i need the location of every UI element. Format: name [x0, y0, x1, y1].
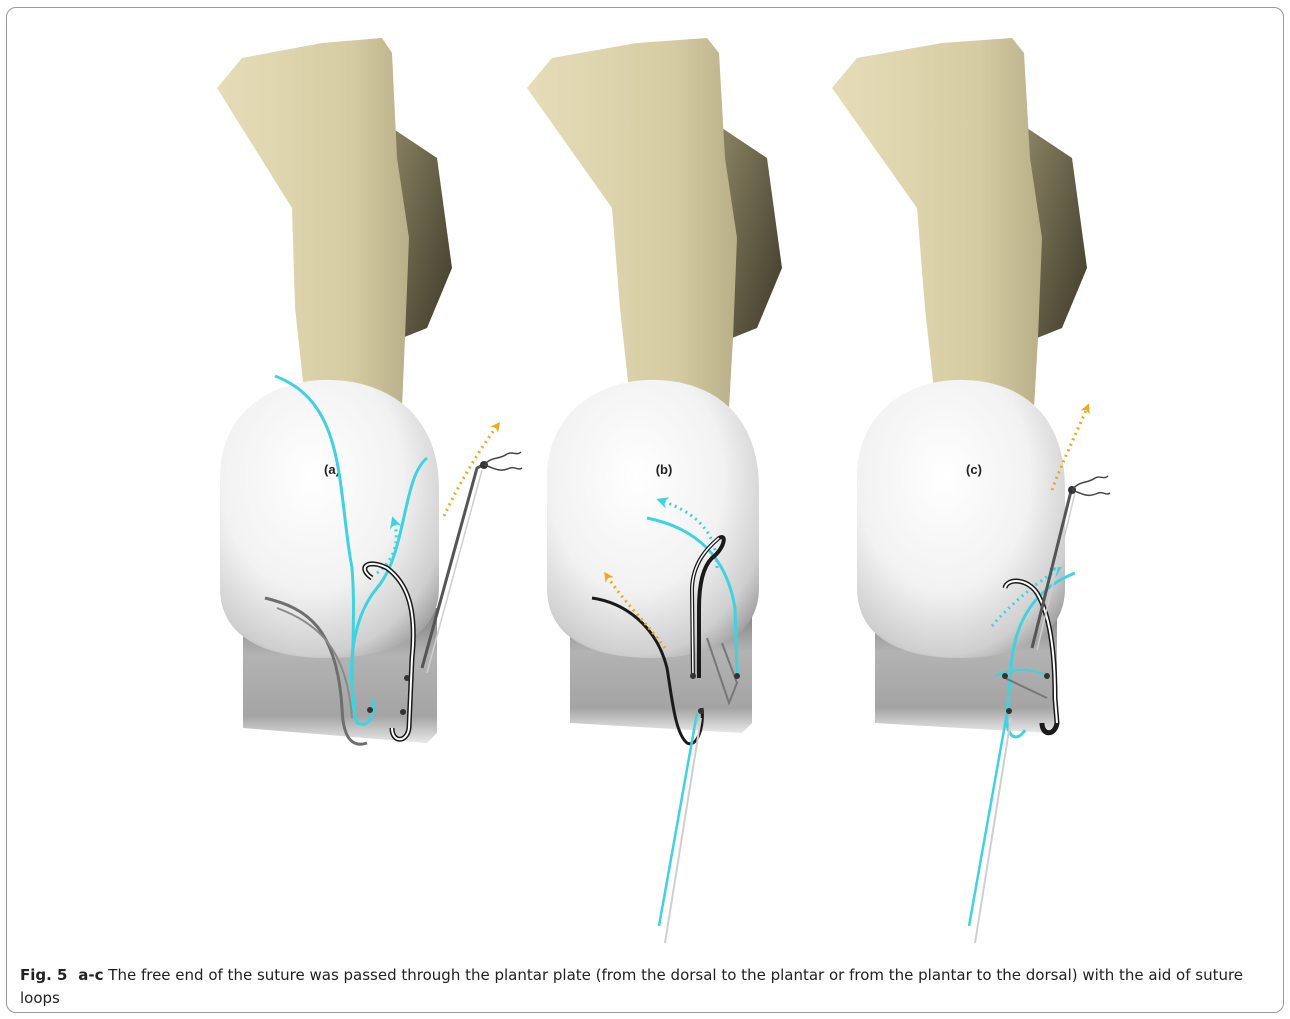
panel-label: (b) — [656, 462, 673, 477]
bone-shaft — [527, 38, 737, 418]
figure-label: Fig. 5 — [20, 966, 67, 984]
suture-cyan-tail-shadow — [975, 718, 1011, 943]
illustration: (a) (b) — [7, 8, 1283, 958]
panel-a: (a) — [217, 38, 522, 744]
orange-arrow — [444, 426, 497, 516]
plate-hole — [367, 707, 373, 713]
suture-cyan-tail-shadow — [665, 718, 701, 943]
plate-hole — [1044, 673, 1050, 679]
figure-panels: a-c — [78, 966, 103, 984]
suture-end — [1072, 476, 1108, 490]
suture-end — [484, 465, 522, 470]
bone-shaft — [217, 38, 409, 418]
metatarsal-head — [220, 380, 439, 658]
bone-shaft — [832, 38, 1042, 418]
suture-end — [484, 452, 521, 465]
figure-caption: Fig. 5 a-c The free end of the suture wa… — [20, 964, 1282, 1010]
metatarsal-head — [857, 380, 1065, 658]
panel-c: (c) — [832, 38, 1110, 943]
suture-cyan-tail — [659, 713, 697, 926]
figure-frame: (a) (b) — [6, 7, 1284, 1013]
panel-b: (b) — [527, 38, 782, 943]
panel-label: (c) — [966, 462, 982, 477]
suture-cyan-tail — [969, 713, 1007, 926]
plate-hole — [404, 675, 410, 681]
caption-text: The free end of the suture was passed th… — [20, 966, 1243, 1007]
plate-hole — [690, 673, 696, 679]
plate-hole — [1002, 673, 1008, 679]
suture-end — [1072, 490, 1110, 495]
plate-hole — [400, 709, 406, 715]
plate-hole — [1006, 708, 1012, 714]
plate-hole — [698, 708, 704, 714]
plate-hole — [734, 673, 740, 679]
